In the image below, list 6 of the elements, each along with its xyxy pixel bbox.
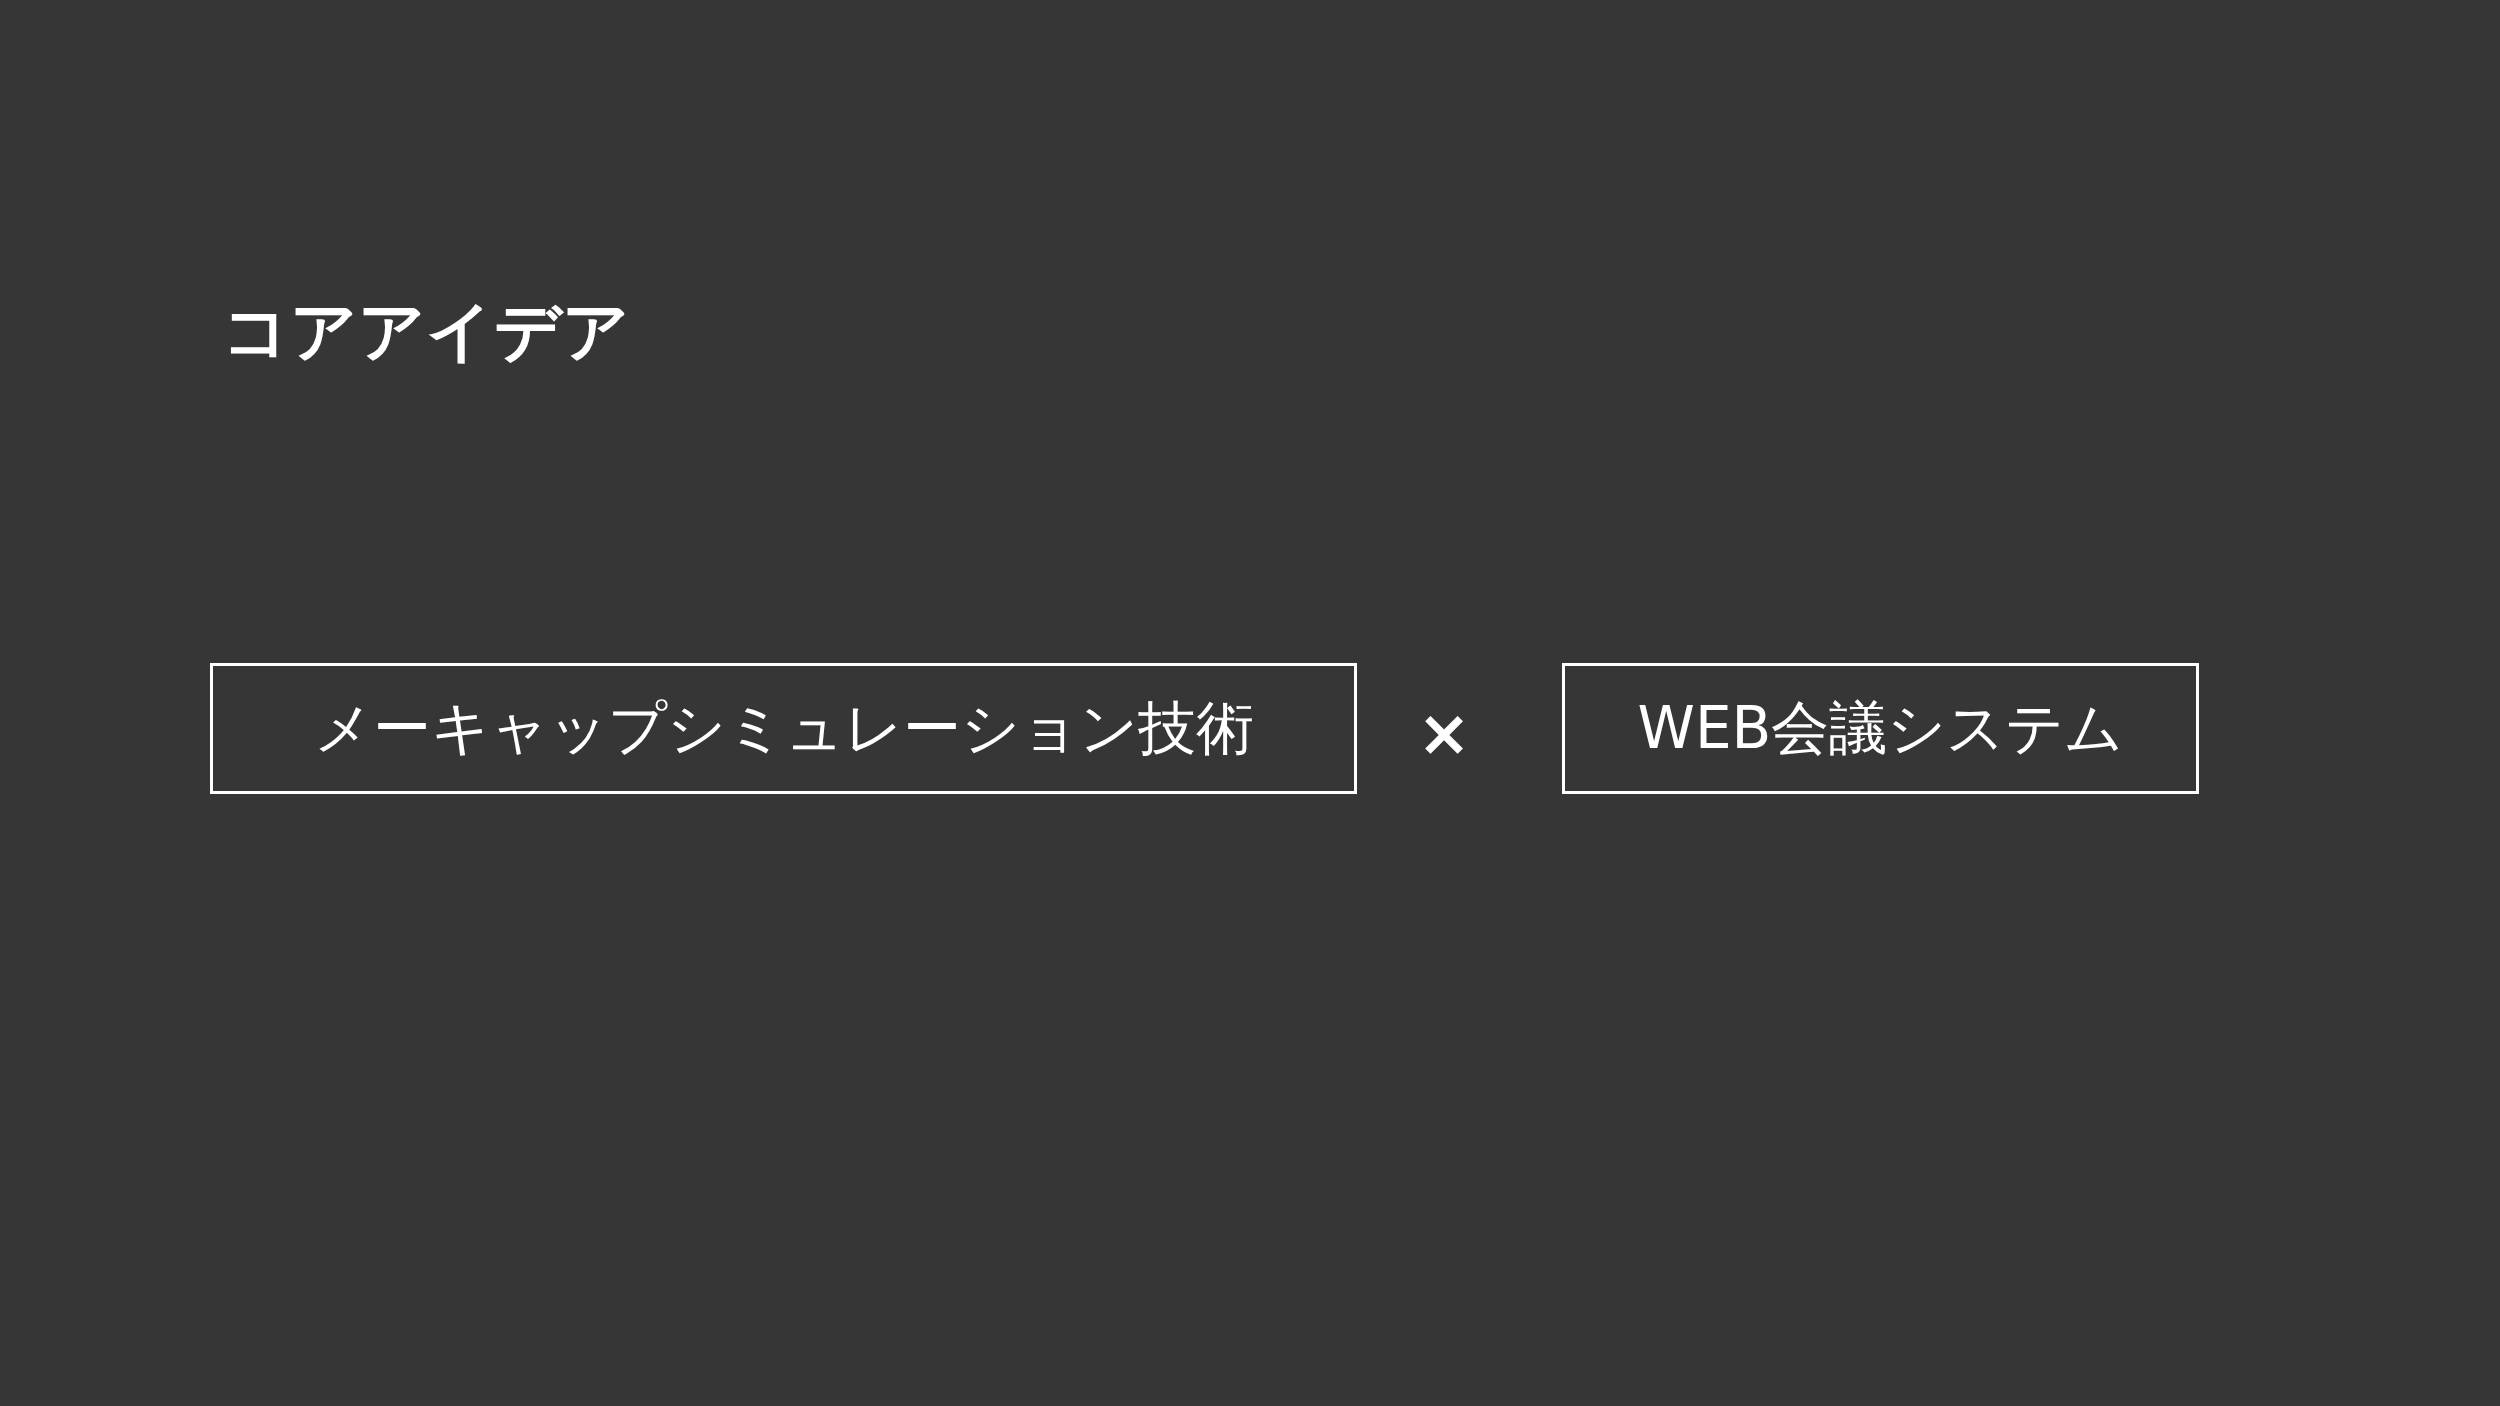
- concept-text: メーキャップシミュレーション技術: [313, 693, 1254, 764]
- combine-sign: ×: [1417, 701, 1471, 765]
- concept-text: WEB会議システム: [1637, 693, 2124, 764]
- slide-title: コアアイデア: [222, 292, 630, 372]
- concept-box: [210, 663, 1357, 794]
- concept-box: [1562, 663, 2199, 794]
